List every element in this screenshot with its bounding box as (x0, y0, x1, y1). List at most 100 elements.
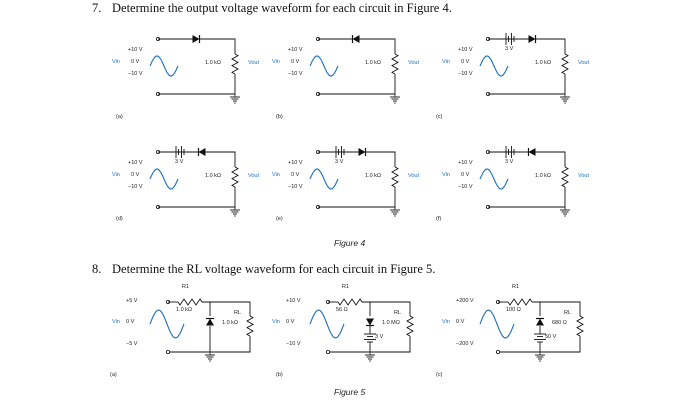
resistor-icon (406, 315, 414, 337)
panel-letter: (e) (276, 216, 283, 222)
wire (532, 301, 581, 316)
wire (498, 336, 581, 353)
negative-voltage-label: −10 V (288, 71, 303, 77)
vin-label: Vin (442, 319, 450, 325)
vout-label: Vout (578, 60, 590, 66)
sine-waveform-icon (149, 309, 185, 339)
negative-voltage-label: −10 V (458, 184, 473, 190)
sine-waveform-icon (309, 168, 339, 190)
resistor-icon (231, 166, 239, 188)
panel-letter: (b) (276, 372, 283, 378)
positive-voltage-label: +10 V (288, 160, 303, 166)
r1-value-label: 56 Ω (336, 307, 348, 313)
vin-label: Vin (272, 319, 280, 325)
bias-voltage-label: 3 V (375, 334, 384, 340)
terminal-icon (165, 349, 170, 354)
diode-icon (358, 148, 366, 156)
bias-voltage-label: 3 V (175, 159, 184, 165)
vout-label: Vout (408, 173, 420, 179)
zero-voltage-label: 0 V (456, 319, 465, 325)
sine-waveform-icon (479, 309, 515, 339)
rl-value-label: 680 Ω (552, 320, 567, 326)
positive-voltage-label: +10 V (288, 47, 303, 53)
resistor-value-label: 1.0 kΩ (205, 173, 222, 179)
panel-letter: (b) (276, 114, 283, 120)
vout-label: Vout (578, 173, 590, 179)
resistor-icon (561, 166, 569, 188)
sine-waveform-icon (479, 55, 509, 77)
zero-voltage-label: 0 V (286, 319, 295, 325)
positive-voltage-label: +10 V (128, 47, 143, 53)
vin-label: Vin (112, 172, 120, 178)
zero-voltage-label: 0 V (126, 319, 135, 325)
vout-label: Vout (248, 60, 260, 66)
vin-label: Vin (272, 172, 280, 178)
diode-icon (206, 318, 214, 326)
positive-voltage-label: +10 V (458, 160, 473, 166)
negative-voltage-label: −10 V (286, 341, 301, 347)
diode-icon (528, 148, 536, 156)
negative-voltage-label: −10 V (288, 184, 303, 190)
negative-voltage-label: −5 V (126, 341, 138, 347)
wire (362, 301, 411, 316)
wire (328, 336, 411, 353)
vin-label: Vin (112, 59, 120, 65)
negative-voltage-label: −10 V (128, 71, 143, 77)
q7-number: 7. (92, 1, 102, 15)
resistor-icon (337, 298, 363, 306)
zero-voltage-label: 0 V (461, 59, 470, 65)
sine-waveform-icon (149, 55, 179, 77)
sine-waveform-icon (149, 168, 179, 190)
panel-letter: (a) (116, 114, 123, 120)
resistor-value-label: 1.0 kΩ (365, 173, 382, 179)
bias-voltage-label: 50 V (545, 334, 557, 340)
positive-voltage-label: +10 V (458, 47, 473, 53)
negative-voltage-label: −200 V (456, 341, 474, 347)
figure-4-caption: Figure 4 (334, 238, 366, 248)
zero-voltage-label: 0 V (131, 172, 140, 178)
panel-letter: (c) (436, 372, 443, 378)
wire (318, 38, 396, 54)
wire (158, 38, 236, 54)
zero-voltage-label: 0 V (461, 172, 470, 178)
zero-voltage-label: 0 V (131, 59, 140, 65)
sine-waveform-icon (309, 309, 345, 339)
panel-letter: (a) (110, 372, 117, 378)
negative-voltage-label: −10 V (458, 71, 473, 77)
r1-label: R1 (342, 284, 350, 290)
bias-voltage-label: 3 V (505, 159, 514, 165)
r1-label: R1 (182, 284, 190, 290)
vin-label: Vin (442, 172, 450, 178)
diode-icon (198, 148, 206, 156)
diode-icon (528, 35, 536, 43)
r1-label: R1 (512, 284, 520, 290)
figure-5-caption: Figure 5 (334, 387, 366, 397)
q8-number: 8. (92, 262, 102, 276)
resistor-icon (391, 166, 399, 188)
r1-value-label: 100 Ω (506, 307, 521, 313)
panel-letter: (f) (436, 216, 442, 222)
diode-icon (192, 35, 200, 43)
sine-waveform-icon (479, 168, 509, 190)
positive-voltage-label: +200 V (456, 298, 474, 304)
bias-voltage-label: 3 V (505, 46, 514, 52)
diode-icon (366, 318, 374, 326)
rl-label: RL (394, 310, 402, 316)
positive-voltage-label: +10 V (286, 298, 301, 304)
diode-icon (352, 35, 360, 43)
q7-text: Determine the output voltage waveform fo… (112, 1, 452, 15)
vin-label: Vin (112, 319, 120, 325)
wire (202, 301, 251, 316)
sine-waveform-icon (309, 55, 339, 77)
positive-voltage-label: +10 V (128, 160, 143, 166)
vout-label: Vout (408, 60, 420, 66)
wire (168, 336, 251, 353)
panel-letter: (d) (116, 216, 123, 222)
resistor-icon (177, 298, 203, 306)
resistor-icon (561, 53, 569, 75)
rl-value-label: 1.0 kΩ (222, 320, 239, 326)
resistor-value-label: 1.0 kΩ (535, 60, 552, 66)
rl-label: RL (564, 310, 572, 316)
